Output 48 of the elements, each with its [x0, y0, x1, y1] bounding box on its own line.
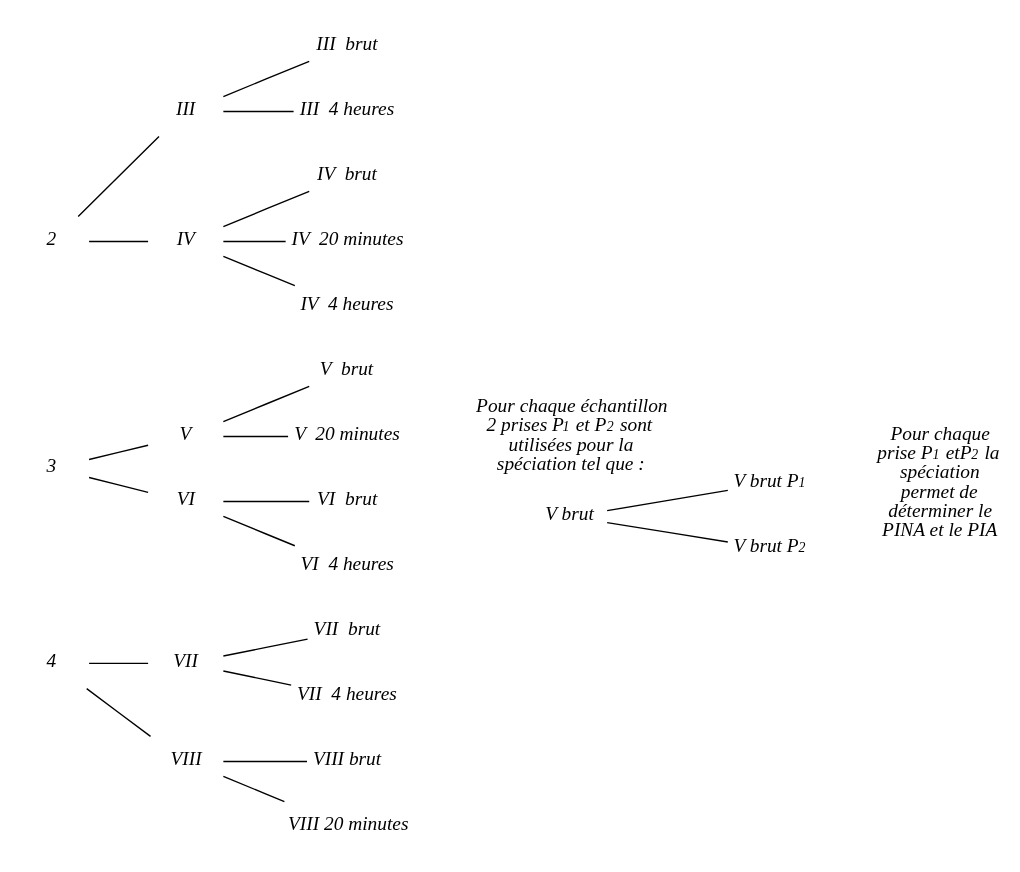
node-text: VIII 20 minutes	[287, 812, 409, 834]
connector	[222, 110, 295, 112]
node-text: 2	[46, 227, 57, 249]
connector	[86, 687, 152, 737]
node-text: III	[175, 97, 196, 119]
node-text: V brut	[545, 502, 594, 524]
connector	[222, 760, 308, 762]
connector	[88, 476, 149, 493]
node-text: VII	[173, 649, 198, 671]
node-text: V brut	[319, 357, 374, 379]
connector	[88, 240, 149, 242]
node-text: VII 4 heures	[296, 682, 397, 704]
node-text: VI 4 heures	[300, 552, 394, 574]
label: Pour chaque échantillon 2 prises P1 et P2 sont utilisées pour la spéciation tel que :	[476, 394, 668, 474]
node-text: V	[179, 422, 192, 444]
node-text: V brut P2	[733, 534, 806, 556]
connector	[222, 637, 309, 657]
node-text: III 4 heures	[299, 97, 395, 119]
connector	[222, 500, 310, 502]
connector	[222, 385, 310, 422]
connector	[222, 240, 287, 242]
node-text: VIII brut	[312, 747, 382, 769]
node-text: 4	[46, 649, 57, 671]
connector	[606, 489, 729, 511]
connector	[222, 515, 296, 546]
node-text: 3	[46, 454, 57, 476]
connector	[606, 521, 729, 543]
node-text: V brut P1	[733, 469, 806, 491]
node-text: IV 20 minutes	[291, 227, 404, 249]
connector	[222, 255, 296, 286]
node-text: VI brut	[317, 487, 378, 509]
node-text: V 20 minutes	[294, 422, 400, 444]
node-text: IV	[176, 227, 195, 249]
node-text: VI	[176, 487, 195, 509]
connector	[222, 775, 286, 802]
connector	[222, 435, 289, 437]
node-text: VIII	[170, 747, 202, 769]
node-text: IV 4 heures	[300, 292, 394, 314]
node-text: VII brut	[313, 617, 381, 639]
node-text: III brut	[316, 32, 378, 54]
connector	[222, 60, 310, 97]
connector	[222, 669, 292, 686]
label: Pour chaque prise P1 etP2 la spéciation permet de déterminer le PINA et le PIA	[877, 422, 1000, 540]
connector	[222, 190, 310, 227]
node-text: IV brut	[317, 162, 377, 184]
connector	[88, 444, 149, 460]
connector	[88, 662, 149, 664]
connector	[77, 135, 160, 217]
